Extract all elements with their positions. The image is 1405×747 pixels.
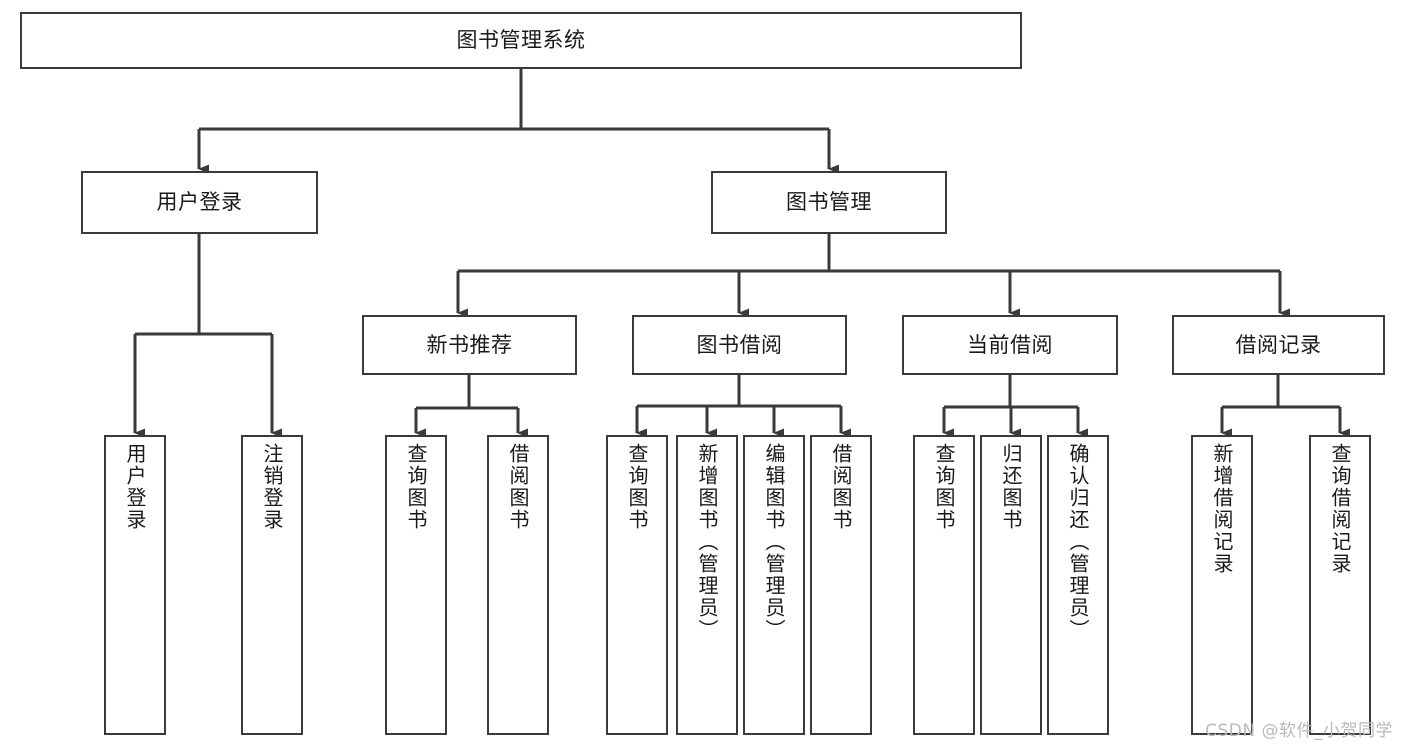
node-label: 借阅记录 — [1235, 332, 1322, 357]
node-label: 查询图书 — [404, 443, 428, 531]
node-label: 新书推荐 — [426, 332, 513, 357]
node-label: 借阅图书 — [506, 443, 530, 531]
node-label: 图书管理系统 — [456, 28, 586, 53]
node-label: 新增借阅记录 — [1210, 443, 1234, 575]
leaf-node-box[interactable]: 借阅图书 — [810, 435, 872, 735]
node-label: 用户登录 — [123, 443, 147, 531]
leaf-node-box[interactable]: 查询借阅记录 — [1309, 435, 1371, 735]
node-label: 归还图书 — [999, 443, 1023, 531]
leaf-node-box[interactable]: 新增图书（管理员） — [676, 435, 738, 735]
watermark-label: CSDN @软件_小贺同学 — [1205, 721, 1393, 741]
node-label: 确认归还（管理员） — [1066, 443, 1090, 641]
level2-node-box[interactable]: 图书借阅 — [632, 315, 847, 375]
node-label: 查询借阅记录 — [1328, 443, 1352, 575]
leaf-node-box[interactable]: 注销登录 — [241, 435, 303, 735]
leaf-node-box[interactable]: 查询图书 — [606, 435, 668, 735]
node-label: 注销登录 — [260, 443, 284, 531]
level2-node-box[interactable]: 借阅记录 — [1172, 315, 1385, 375]
node-label: 新增图书（管理员） — [695, 443, 719, 641]
node-label: 用户登录 — [156, 190, 243, 215]
leaf-node-box[interactable]: 查询图书 — [913, 435, 975, 735]
node-label: 图书管理 — [786, 190, 872, 215]
node-label: 当前借阅 — [967, 332, 1053, 357]
leaf-node-box[interactable]: 查询图书 — [385, 435, 447, 735]
leaf-node-box[interactable]: 归还图书 — [980, 435, 1042, 735]
node-label: 查询图书 — [932, 443, 956, 531]
node-label: 查询图书 — [625, 443, 649, 531]
leaf-node-box[interactable]: 用户登录 — [104, 435, 166, 735]
node-label: 图书借阅 — [696, 332, 783, 357]
level1-node-box[interactable]: 图书管理 — [711, 171, 947, 234]
leaf-node-box[interactable]: 借阅图书 — [487, 435, 549, 735]
level2-node-box[interactable]: 新书推荐 — [362, 315, 577, 375]
node-label: 编辑图书（管理员） — [762, 443, 786, 641]
leaf-node-box[interactable]: 新增借阅记录 — [1191, 435, 1253, 735]
node-label: 借阅图书 — [829, 443, 853, 531]
root-node-box[interactable]: 图书管理系统 — [20, 12, 1022, 69]
leaf-node-box[interactable]: 编辑图书（管理员） — [743, 435, 805, 735]
leaf-node-box[interactable]: 确认归还（管理员） — [1047, 435, 1109, 735]
connector-lines — [133, 69, 1350, 438]
level2-node-box[interactable]: 当前借阅 — [902, 315, 1118, 375]
level1-node-box[interactable]: 用户登录 — [81, 171, 318, 234]
